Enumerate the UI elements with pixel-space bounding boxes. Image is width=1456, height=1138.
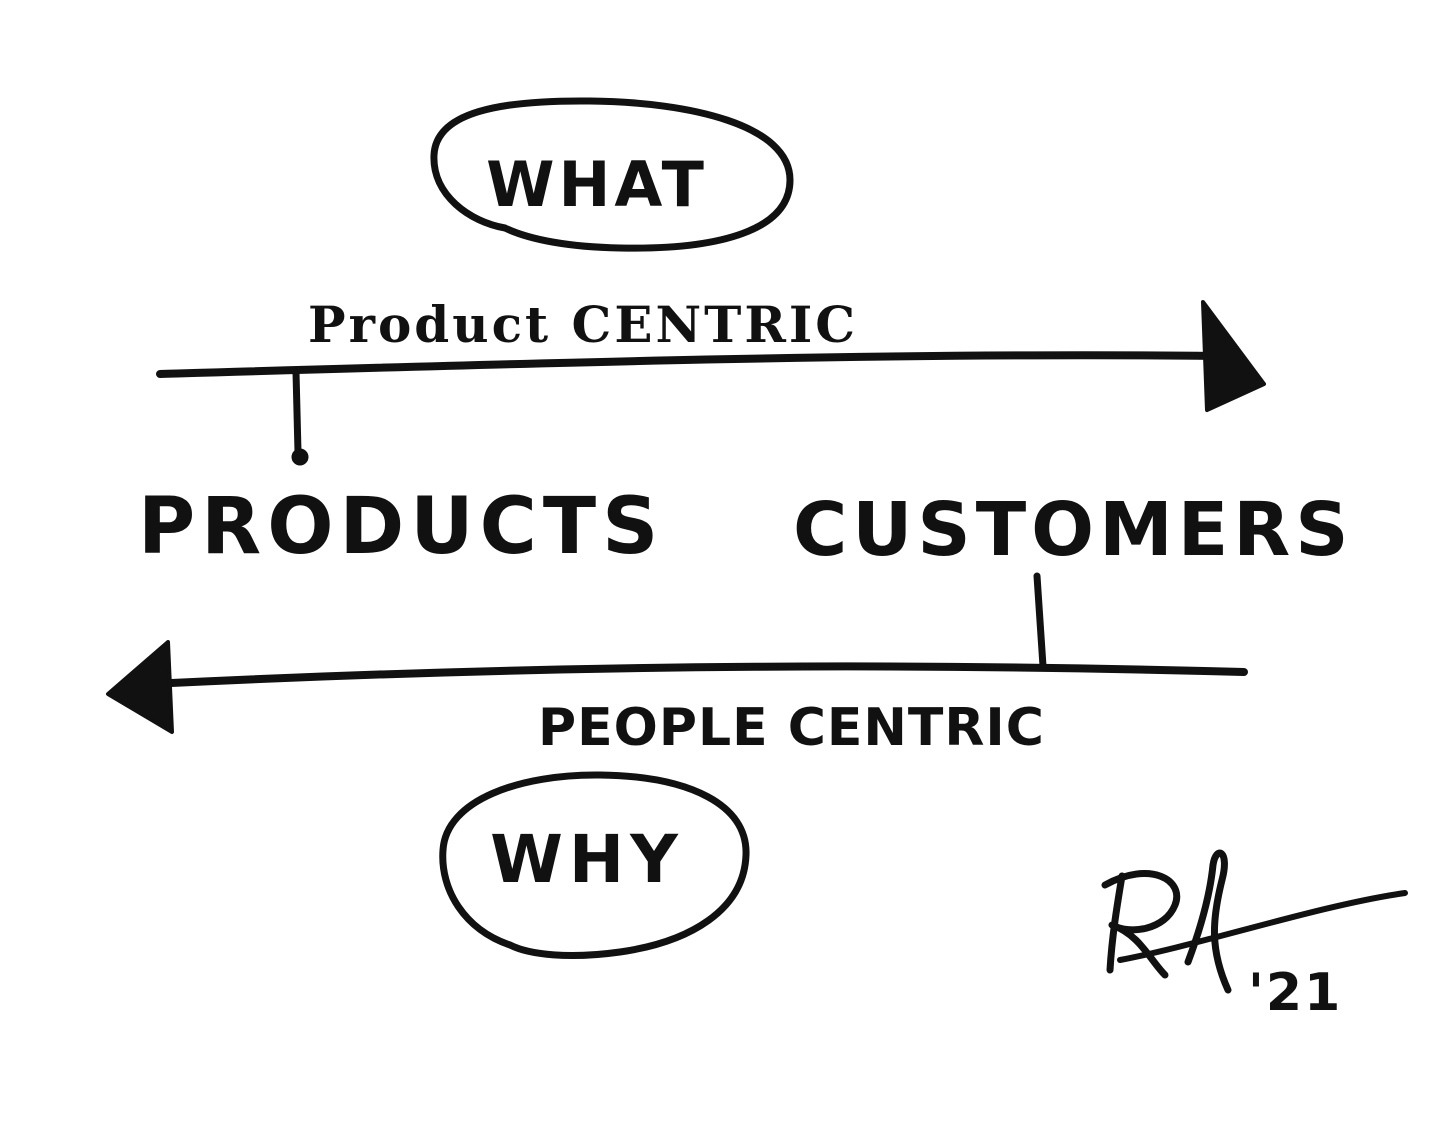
customers-label: CUSTOMERS <box>793 487 1354 573</box>
why-label: WHY <box>490 821 684 898</box>
products-anchor-dot <box>291 448 309 466</box>
products-label: PRODUCTS <box>138 482 664 572</box>
signature-mark <box>1101 849 1408 994</box>
what-bubble: WHAT <box>430 97 794 252</box>
people-centric-arrow <box>106 572 1248 734</box>
signature-year: '21 <box>1248 963 1342 1023</box>
what-label: WHAT <box>486 148 708 221</box>
why-bubble: WHY <box>439 771 750 960</box>
people-centric-label: PEOPLE CENTRIC <box>538 698 1045 758</box>
product-centric-arrow <box>156 300 1266 466</box>
product-centric-label: Product CENTRIC <box>308 295 858 354</box>
